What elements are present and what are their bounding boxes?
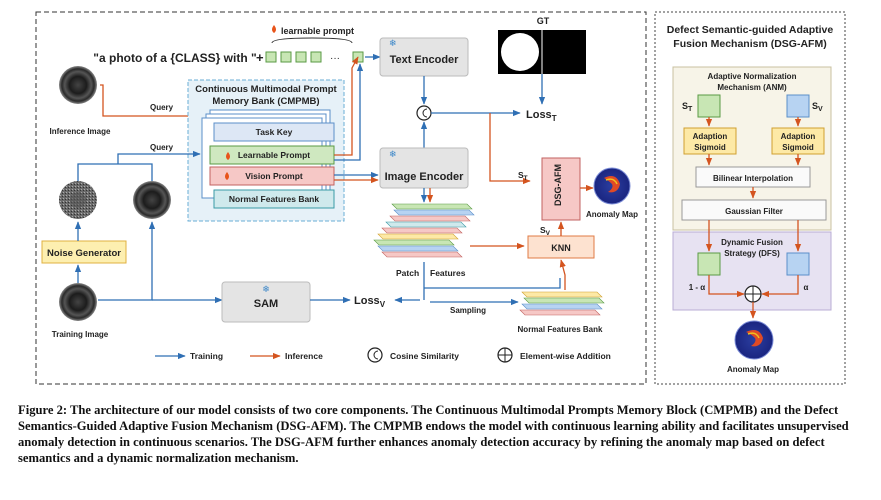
loss-t-label: LossT [526, 109, 557, 123]
cosine-to-dsg-inference-arrow [489, 113, 531, 185]
bilinear-label: Bilinear Interpolation [713, 174, 793, 183]
weighted-st-patch [697, 252, 721, 276]
text-encoder-label: Text Encoder [390, 54, 460, 66]
dfs-title-line2: Strategy (DFS) [724, 249, 780, 258]
features-sampling-line [423, 262, 561, 300]
dsg-afm-box [541, 157, 581, 221]
gt-label: GT [537, 16, 550, 26]
learnable-prompt-label: learnable prompt [281, 26, 354, 36]
architecture-diagram: "a photo of a {CLASS} with " + learnable… [35, 11, 846, 385]
alpha-label: α [804, 283, 809, 292]
dsg-afm-box-label: DSG-AFM [553, 164, 563, 206]
vision-prompt-card-label: Vision Prompt [245, 171, 303, 181]
flame-icon [225, 172, 229, 180]
st-patch [697, 94, 721, 118]
query-label-2: Query [150, 143, 174, 152]
knn-label: KNN [551, 243, 571, 253]
sam-label: SAM [254, 298, 278, 310]
legend-cosine-label: Cosine Similarity [390, 351, 459, 361]
query-label-1: Query [150, 103, 174, 112]
left-panel-border [35, 11, 647, 385]
anm-title-line1: Adaptive Normalization [708, 72, 797, 81]
cmpmb-title-line2: Memory Bank (CMPMB) [212, 96, 319, 107]
inference-image [59, 66, 97, 104]
gaussian-filter-box [681, 199, 827, 221]
adaption-label-left: Adaption [693, 132, 728, 141]
normal-features-bank-stack [519, 291, 605, 316]
snowflake-icon: ❄ [262, 284, 270, 294]
gt-mask-defect [501, 33, 539, 71]
anm-st-label: ST [682, 101, 693, 113]
flame-icon [226, 152, 230, 160]
anomaly-map-left [593, 167, 631, 205]
training-image [59, 283, 97, 321]
cmpmb-title-line1: Continuous Multimodal Prompt [195, 84, 337, 95]
dfs-title-line1: Dynamic Fusion [721, 238, 783, 247]
legend-addition-label: Element-wise Addition [520, 351, 611, 361]
anm-title-line2: Mechanism (ANM) [717, 83, 787, 92]
legend: Training Inference Cosine Similarity Ele… [155, 347, 611, 363]
adaption-sigmoid-left [683, 127, 737, 155]
dsg-afm-title-line2: Fusion Mechanism (DSG-AFM) [673, 38, 826, 50]
features-label: Features [430, 268, 466, 278]
inference-image-label: Inference Image [50, 127, 111, 136]
learnable-prompt-card-label: Learnable Prompt [238, 150, 310, 160]
noise-generator-box [41, 240, 127, 264]
token-ellipsis: ··· [330, 53, 340, 64]
learnable-prompt-to-tokens-arrow [334, 56, 359, 156]
sv-patch [786, 94, 810, 118]
anomaly-map-right [734, 320, 774, 360]
adaption-label-right: Adaption [781, 132, 816, 141]
training-image-label: Training Image [52, 330, 109, 339]
sigmoid-label-right: Sigmoid [782, 143, 814, 152]
vision-prompt-card [209, 166, 335, 186]
augmented-training-image [133, 181, 171, 219]
weighted-sv-patch [786, 252, 810, 276]
sigmoid-label-left: Sigmoid [694, 143, 726, 152]
legend-training-label: Training [190, 351, 223, 361]
knn-sv-label: SV [540, 225, 551, 237]
normal-features-bank-card-label: Normal Features Bank [229, 194, 319, 204]
anomaly-map-label-left: Anomaly Map [586, 210, 638, 219]
image-encoder-label: Image Encoder [385, 171, 465, 183]
learnable-tokens [265, 51, 364, 63]
patch-features-stack [373, 203, 475, 258]
dsg-afm-title-line1: Defect Semantic-guided Adaptive [667, 24, 834, 36]
anm-sv-label: SV [812, 101, 823, 113]
legend-inference-label: Inference [285, 351, 323, 361]
plus-sign: + [256, 50, 264, 65]
patch-label: Patch [396, 268, 419, 278]
right-panel-border [654, 11, 846, 385]
sampling-label: Sampling [450, 306, 486, 315]
images-connector [77, 163, 153, 181]
training-query-arrow [117, 150, 201, 164]
anomaly-map-label-right: Anomaly Map [727, 365, 779, 374]
snowflake-icon: ❄ [389, 149, 397, 159]
snowflake-icon: ❄ [389, 38, 397, 48]
normal-features-bank-label: Normal Features Bank [518, 325, 603, 334]
figure-caption: Figure 2: The architecture of our model … [18, 403, 849, 465]
noise-generator-label: Noise Generator [47, 248, 121, 259]
gaussian-label: Gaussian Filter [725, 207, 783, 216]
prompt-brace [271, 37, 353, 44]
flame-icon [272, 25, 276, 33]
task-key-card [213, 122, 335, 142]
loss-v-label: LossV [354, 295, 386, 309]
task-key-label: Task Key [256, 127, 293, 137]
sam-box [221, 281, 311, 323]
inference-query-arrow [100, 84, 201, 120]
dsg-st-label: ST [518, 170, 528, 182]
learnable-prompt-training-arrow [334, 63, 364, 161]
normal-features-bank-card [213, 189, 335, 209]
cosine-similarity-icon [416, 105, 432, 121]
one-minus-alpha-label: 1 - α [689, 283, 706, 292]
bank-to-knn-arrow [559, 259, 566, 290]
prompt-text: "a photo of a {CLASS} with " [93, 51, 256, 65]
legend-cosine-icon [367, 347, 383, 363]
